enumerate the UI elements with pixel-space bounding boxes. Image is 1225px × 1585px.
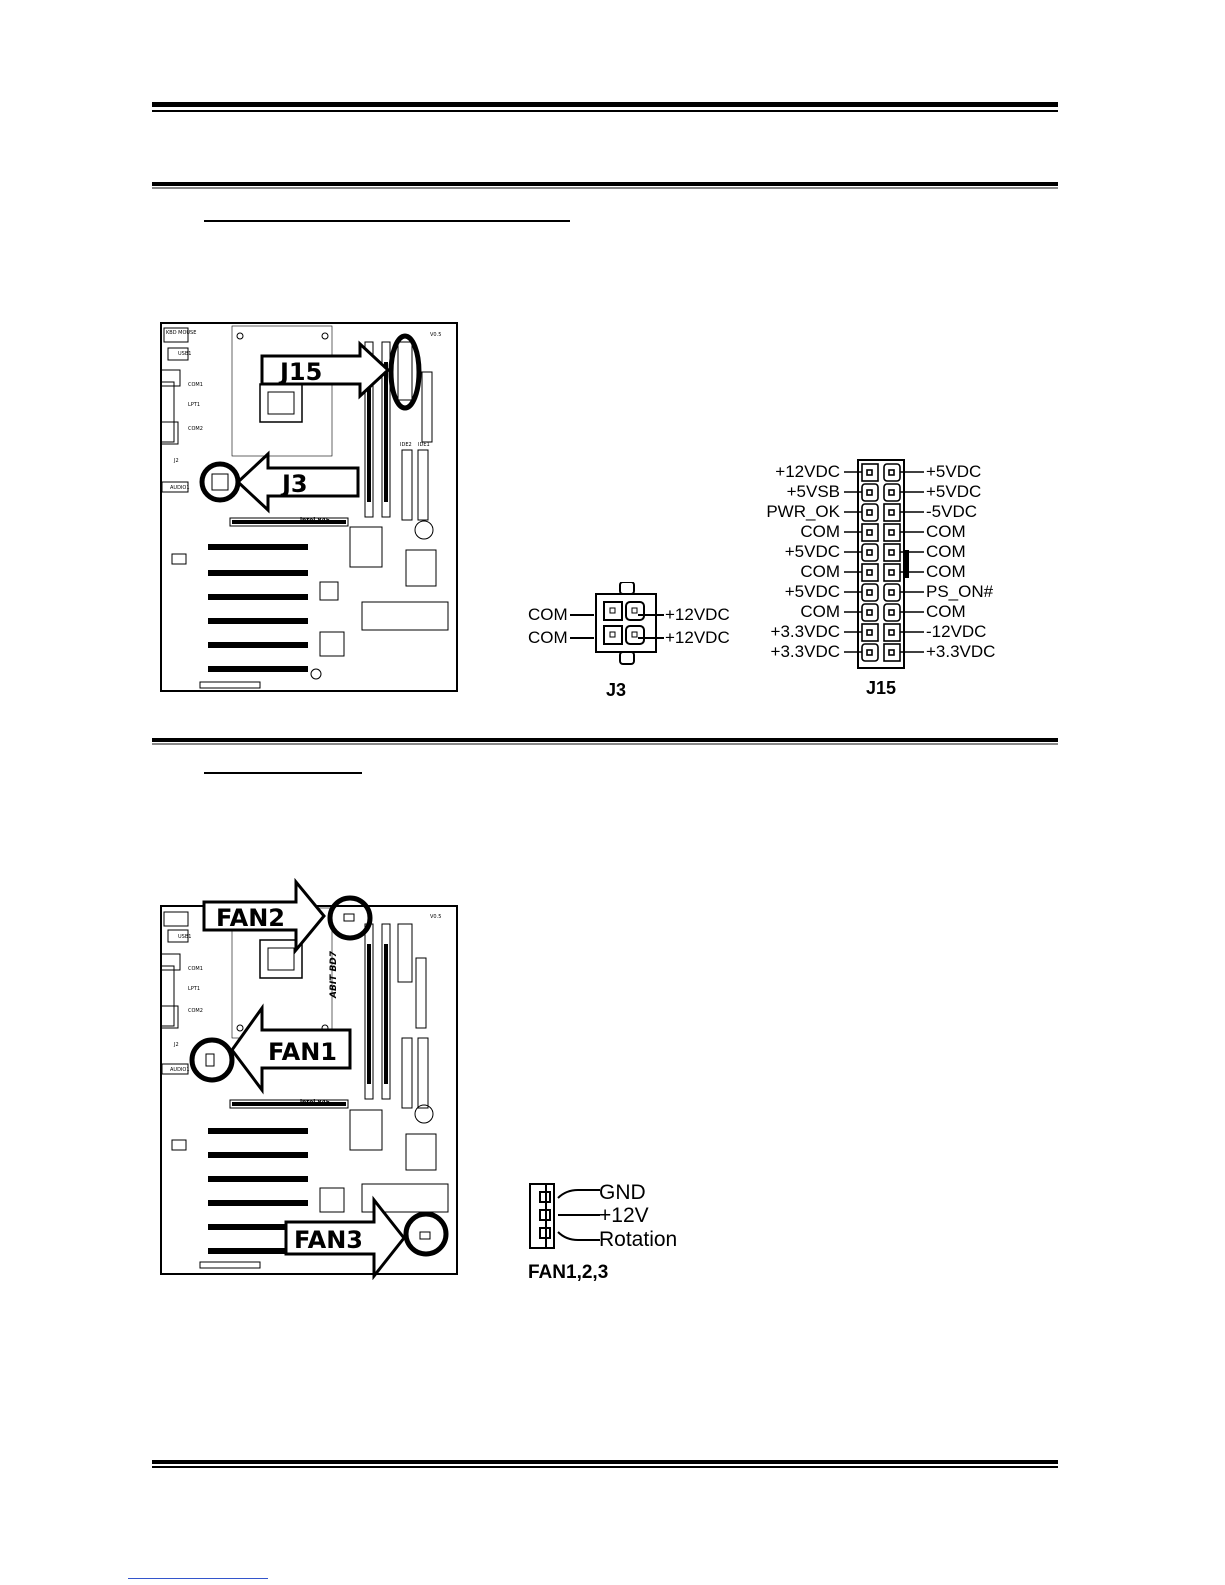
fan-connector-diagram xyxy=(529,1183,600,1249)
j3-pin-right-2: +12VDC xyxy=(665,628,730,647)
section-rule-power xyxy=(152,182,1058,189)
fan-pin-3: Rotation xyxy=(599,1228,678,1251)
svg-text:USB1: USB1 xyxy=(178,351,191,357)
j15-label: J15 xyxy=(866,678,897,698)
j3-left-leads xyxy=(570,614,594,639)
section-heading-underline-fan xyxy=(204,772,362,774)
svg-text:V0.5: V0.5 xyxy=(430,332,441,338)
j3-pin-left-1: COM xyxy=(528,605,568,624)
svg-text:AUDIO1: AUDIO1 xyxy=(170,485,190,491)
j15-pin-left-6: COM xyxy=(800,562,840,581)
j15-pin-right-8: COM xyxy=(926,602,966,621)
motherboard-diagram-fan: USB1 COM1 LPT1 COM2 J2 AUDIO1 V0.5 ABIT … xyxy=(160,878,458,1280)
j15-pin-left-3: PWR_OK xyxy=(766,502,840,521)
j15-pin-left-8: COM xyxy=(800,602,840,621)
j15-pin-right-4: COM xyxy=(926,522,966,541)
callout-j15: J15 xyxy=(278,358,322,386)
j3-right-leads xyxy=(638,614,664,639)
footer-link-underline[interactable] xyxy=(128,1578,268,1579)
callout-j3: J3 xyxy=(280,470,308,498)
port-label: KBD MOUSE xyxy=(166,330,196,336)
j15-pin-right-7: PS_ON# xyxy=(926,582,994,601)
svg-text:COM2: COM2 xyxy=(188,426,203,432)
header-rule xyxy=(152,102,1058,112)
j15-pin-right-1: +5VDC xyxy=(926,462,982,481)
section-rule-fan xyxy=(152,738,1058,745)
footer-rule xyxy=(152,1460,1058,1468)
svg-text:USB1: USB1 xyxy=(178,934,191,940)
j15-pin-left-10: +3.3VDC xyxy=(770,642,840,661)
svg-text:IDE2: IDE2 xyxy=(400,442,412,448)
svg-text:V0.5: V0.5 xyxy=(430,914,441,920)
svg-text:COM1: COM1 xyxy=(188,382,203,388)
j15-pin-right-5: COM xyxy=(926,542,966,561)
svg-text:ABIT BD7: ABIT BD7 xyxy=(329,950,339,999)
j15-pin-left-2: +5VSB xyxy=(786,482,840,501)
svg-text:J2: J2 xyxy=(173,1042,179,1048)
j3-connector-diagram xyxy=(595,582,657,665)
svg-text:LPT1: LPT1 xyxy=(188,986,200,992)
j15-pin-right-3: -5VDC xyxy=(926,502,978,521)
j15-pin-right-10: +3.3VDC xyxy=(926,642,996,661)
svg-text:J2: J2 xyxy=(173,458,179,464)
j15-pin-left-1: +12VDC xyxy=(775,462,840,481)
svg-text:LPT1: LPT1 xyxy=(188,402,200,408)
j15-pin-left-5: +5VDC xyxy=(784,542,840,561)
motherboard-diagram-power: KBD MOUSE USB1 COM1 LPT1 COM2 J2 AUDIO1 … xyxy=(160,322,458,692)
fan-pin-1: GND xyxy=(599,1181,646,1204)
callout-fan2: FAN2 xyxy=(216,904,285,932)
j15-pin-left-7: +5VDC xyxy=(784,582,840,601)
j3-label: J3 xyxy=(606,680,627,700)
svg-text:COM1: COM1 xyxy=(188,966,203,972)
callout-fan1: FAN1 xyxy=(268,1038,337,1066)
callout-fan3: FAN3 xyxy=(294,1226,363,1254)
j3-pin-left-2: COM xyxy=(528,628,568,647)
j15-pin-right-6: COM xyxy=(926,562,966,581)
svg-text:IDE1: IDE1 xyxy=(418,442,430,448)
svg-text:COM2: COM2 xyxy=(188,1008,203,1014)
fan-pin-2: +12V xyxy=(599,1204,649,1227)
j15-pin-right-2: +5VDC xyxy=(926,482,982,501)
j15-pin-left-4: COM xyxy=(800,522,840,541)
j3-pin-right-1: +12VDC xyxy=(665,605,730,624)
fan-label: FAN1,2,3 xyxy=(528,1262,609,1283)
svg-text:AUDIO1: AUDIO1 xyxy=(170,1067,190,1073)
j15-connector-diagram xyxy=(844,459,924,669)
section-heading-underline-power xyxy=(204,220,570,222)
j15-pin-left-9: +3.3VDC xyxy=(770,622,840,641)
j15-pin-right-9: -12VDC xyxy=(926,622,987,641)
